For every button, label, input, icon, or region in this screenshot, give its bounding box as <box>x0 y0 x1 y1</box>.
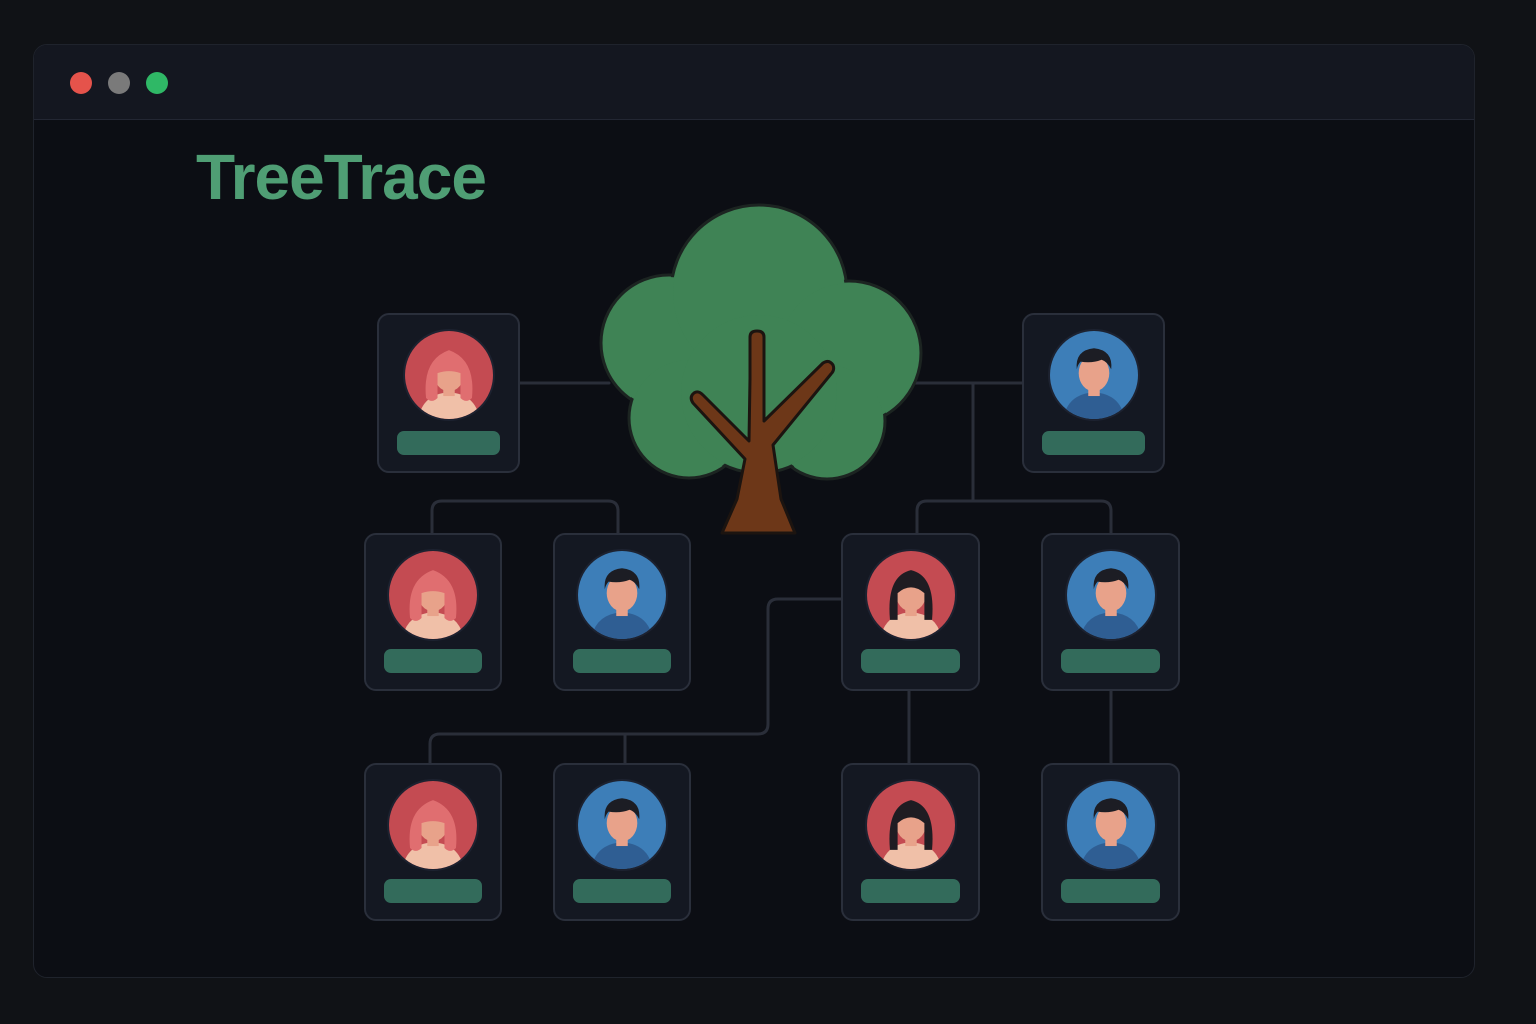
female-avatar-icon <box>864 779 957 871</box>
member-card-g3-male-left[interactable] <box>553 763 691 921</box>
member-card-g2-male-right[interactable] <box>1041 533 1180 691</box>
connector-line <box>428 597 843 765</box>
member-card-g3-female-left[interactable] <box>364 763 502 921</box>
family-tree-canvas <box>34 45 1474 977</box>
female-avatar-icon <box>864 549 957 641</box>
connector-line <box>430 499 620 535</box>
member-name-placeholder <box>397 431 500 455</box>
member-card-g2-female-right[interactable] <box>841 533 980 691</box>
tree-connectors <box>428 381 1113 765</box>
member-name-placeholder <box>384 649 482 673</box>
female-avatar-icon <box>402 329 495 421</box>
member-card-g1-male[interactable] <box>1022 313 1165 473</box>
tree-icon <box>599 203 923 535</box>
maximize-button[interactable] <box>146 72 168 94</box>
male-avatar-icon <box>576 779 668 871</box>
member-name-placeholder <box>861 879 960 903</box>
title-bar <box>34 45 1474 120</box>
member-name-placeholder <box>573 879 671 903</box>
member-name-placeholder <box>1061 879 1160 903</box>
app-window: TreeTrace <box>33 44 1475 978</box>
female-avatar-icon <box>387 779 479 871</box>
member-card-g2-female-left[interactable] <box>364 533 502 691</box>
connector-line <box>915 499 1113 535</box>
close-button[interactable] <box>70 72 92 94</box>
member-name-placeholder <box>384 879 482 903</box>
male-avatar-icon <box>1047 329 1140 421</box>
app-title: TreeTrace <box>196 141 487 213</box>
member-name-placeholder <box>1042 431 1145 455</box>
member-card-g1-female[interactable] <box>377 313 520 473</box>
member-name-placeholder <box>573 649 671 673</box>
member-name-placeholder <box>1061 649 1160 673</box>
member-card-g3-male-right[interactable] <box>1041 763 1180 921</box>
female-avatar-icon <box>387 549 479 641</box>
member-name-placeholder <box>861 649 960 673</box>
male-avatar-icon <box>1064 779 1157 871</box>
male-avatar-icon <box>1064 549 1157 641</box>
male-avatar-icon <box>576 549 668 641</box>
member-card-g2-male-left[interactable] <box>553 533 691 691</box>
minimize-button[interactable] <box>108 72 130 94</box>
member-card-g3-female-right[interactable] <box>841 763 980 921</box>
